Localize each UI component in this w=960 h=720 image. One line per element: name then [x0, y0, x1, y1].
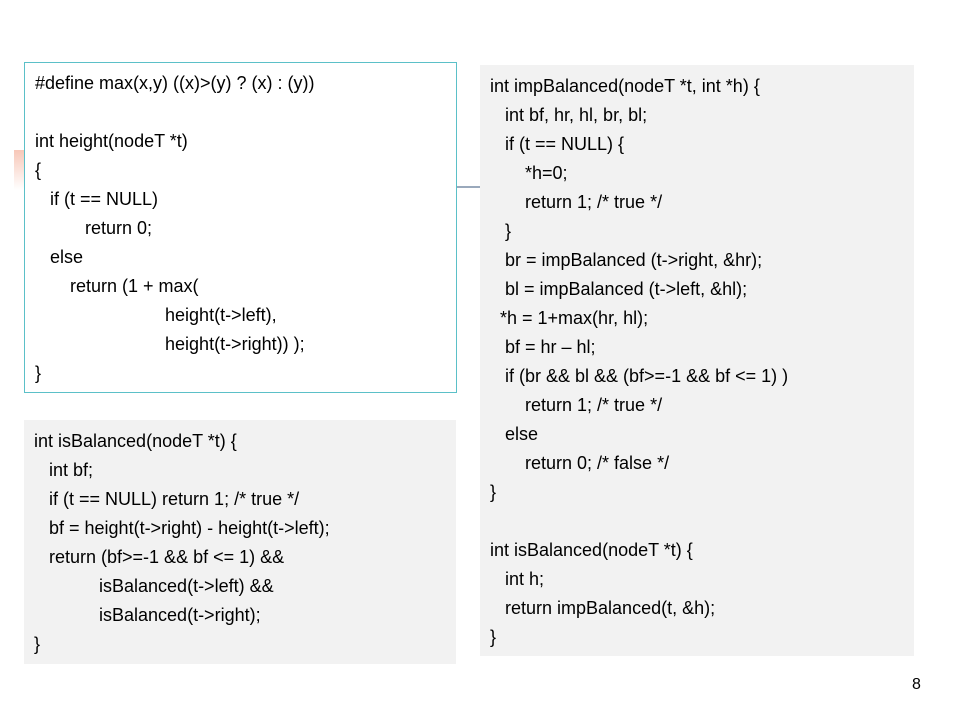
code-line: } [490, 627, 497, 647]
code-line: height(t->right)) ); [35, 334, 305, 354]
code-line: int isBalanced(nodeT *t) { [34, 431, 237, 451]
code-line: int bf, hr, hl, br, bl; [490, 105, 648, 125]
code-line: { [35, 160, 42, 180]
code-line: isBalanced(t->right); [34, 605, 261, 625]
code-line: } [35, 363, 42, 383]
code-line: height(t->left), [35, 305, 277, 325]
code-line: else [35, 247, 84, 267]
code-line: return (1 + max( [35, 276, 199, 296]
code-line: br = impBalanced (t->right, &hr); [490, 250, 763, 270]
code-line [490, 507, 914, 536]
code-line: return (bf>=-1 && bf <= 1) && [34, 547, 285, 567]
code-line: int height(nodeT *t) [35, 131, 188, 151]
code-line: return 1; /* true */ [490, 192, 663, 212]
code-block-define-height: #define max(x,y) ((x)>(y) ? (x) : (y)) i… [24, 62, 457, 393]
decorative-divider-line [456, 186, 480, 188]
code-line: if (t == NULL) [35, 189, 159, 209]
code-line: } [490, 221, 512, 241]
code-line [35, 98, 456, 127]
code-block-impbalanced: int impBalanced(nodeT *t, int *h) { int … [480, 65, 914, 656]
code-line: return 1; /* true */ [490, 395, 663, 415]
code-line: int impBalanced(nodeT *t, int *h) { [490, 76, 760, 96]
code-line: isBalanced(t->left) && [34, 576, 274, 596]
code-line: int isBalanced(nodeT *t) { [490, 540, 693, 560]
code-line: bl = impBalanced (t->left, &hl); [490, 279, 748, 299]
code-line: bf = height(t->right) - height(t->left); [34, 518, 330, 538]
code-line: *h=0; [490, 163, 568, 183]
code-line: bf = hr – hl; [490, 337, 596, 357]
code-line: #define max(x,y) ((x)>(y) ? (x) : (y)) [35, 73, 315, 93]
code-line: } [490, 482, 497, 502]
code-line: int bf; [34, 460, 94, 480]
code-line: return 0; /* false */ [490, 453, 670, 473]
code-line: if (t == NULL) return 1; /* true */ [34, 489, 300, 509]
code-line: *h = 1+max(hr, hl); [490, 308, 649, 328]
code-line: return impBalanced(t, &h); [490, 598, 716, 618]
code-line: if (t == NULL) { [490, 134, 625, 154]
code-line: return 0; [35, 218, 153, 238]
decorative-accent-bar [14, 150, 24, 190]
code-line: if (br && bl && (bf>=-1 && bf <= 1) ) [490, 366, 789, 386]
code-line: } [34, 634, 41, 654]
code-line: else [490, 424, 539, 444]
code-line: int h; [490, 569, 545, 589]
code-block-isbalanced-simple: int isBalanced(nodeT *t) { int bf; if (t… [24, 420, 456, 664]
page-number: 8 [912, 676, 921, 693]
